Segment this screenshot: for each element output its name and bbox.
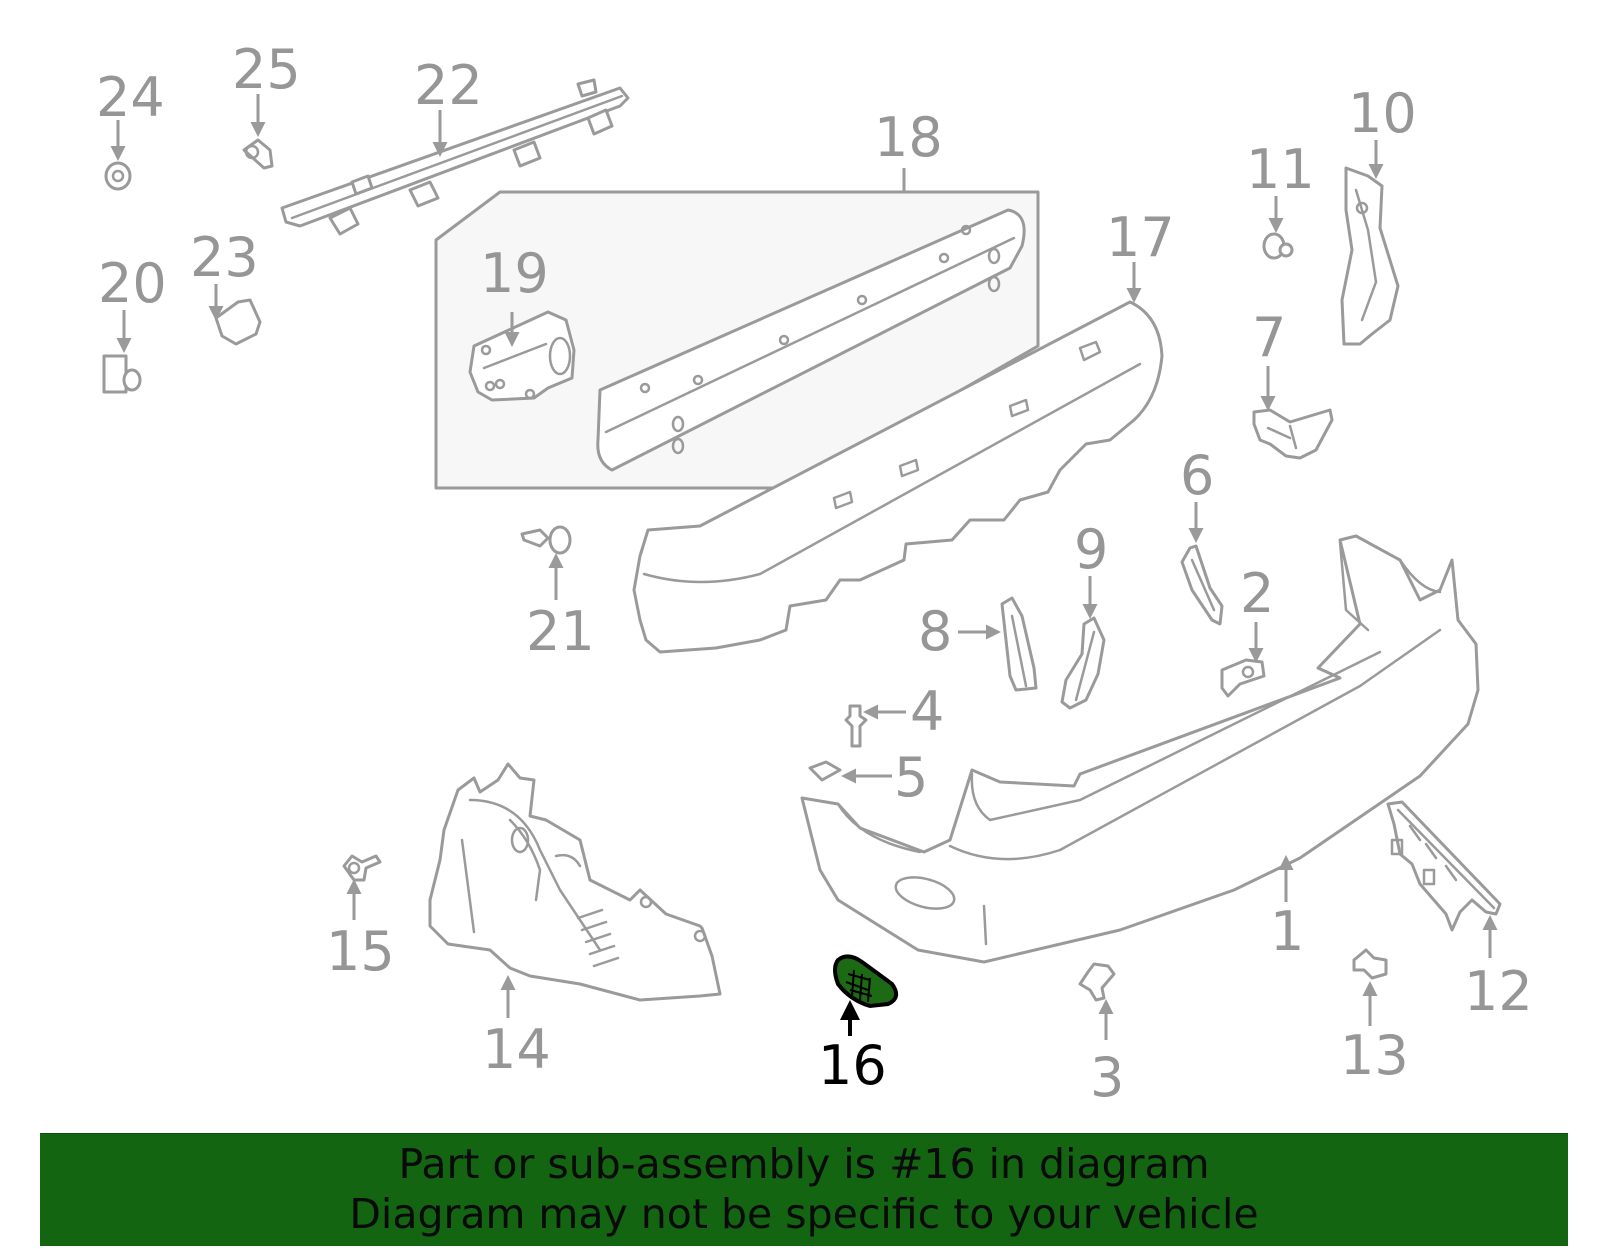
part-8-bracket[interactable] [1000,596,1038,692]
callout-15: 15 [326,920,395,983]
part-20-nut[interactable] [102,354,142,394]
callout-16-highlighted: 16 [818,1034,887,1097]
callout-22: 22 [414,54,483,117]
callout-23: 23 [190,226,259,289]
callout-13: 13 [1340,1024,1409,1087]
callout-1: 1 [1270,900,1304,963]
part-3-clip[interactable] [1078,962,1116,1002]
callout-21: 21 [526,600,595,663]
part-16-reflector[interactable] [833,954,899,1009]
callout-20: 20 [98,252,167,315]
callout-14: 14 [482,1018,551,1081]
part-2-clip[interactable] [1220,658,1266,698]
part-19-bracket[interactable] [468,310,576,402]
part-21-screw[interactable] [520,525,572,555]
callout-4: 4 [910,680,944,743]
part-23-clip[interactable] [214,298,262,346]
part-13-clip[interactable] [1352,948,1388,980]
info-banner: Part or sub-assembly is #16 in diagram D… [40,1133,1568,1246]
part-10-bracket[interactable] [1340,166,1400,346]
part-24-nut[interactable] [104,161,132,191]
callout-6: 6 [1180,444,1214,507]
part-4-pin[interactable] [844,704,868,748]
part-7-bracket[interactable] [1252,408,1334,460]
part-9-bracket[interactable] [1060,616,1106,710]
callout-7: 7 [1252,306,1286,369]
callout-24: 24 [96,66,165,129]
callout-11: 11 [1246,138,1315,201]
part-11-clip[interactable] [1262,232,1294,260]
part-17-energy-absorber[interactable] [632,300,1164,654]
callout-12: 12 [1464,960,1533,1023]
part-18-reinforcement-assembly[interactable] [434,190,1040,490]
part-22-rail[interactable] [280,78,630,236]
banner-line-part: Part or sub-assembly is #16 in diagram [398,1140,1210,1188]
part-15-pushpin[interactable] [342,854,382,882]
part-12-bracket[interactable] [1386,800,1502,932]
callout-8: 8 [918,600,952,663]
callout-17: 17 [1106,206,1175,269]
callout-10: 10 [1348,82,1417,145]
part-1-bumper-cover[interactable] [800,534,1480,964]
part-5-clip[interactable] [808,760,842,782]
leader-lines [110,94,1498,1040]
callout-19: 19 [480,242,549,305]
callout-3: 3 [1090,1046,1124,1109]
part-25-clip[interactable] [242,138,274,170]
callout-9: 9 [1074,518,1108,581]
callout-5: 5 [894,746,928,809]
callout-labels: 24 25 22 18 17 10 11 7 6 2 9 8 4 5 19 20… [96,38,1533,1109]
part-14-splash-shield[interactable] [428,762,722,1002]
callout-2: 2 [1240,562,1274,625]
callout-18: 18 [874,106,943,169]
callout-25: 25 [232,38,301,101]
banner-line-disclaimer: Diagram may not be specific to your vehi… [349,1190,1259,1238]
part-6-bracket[interactable] [1180,544,1224,626]
